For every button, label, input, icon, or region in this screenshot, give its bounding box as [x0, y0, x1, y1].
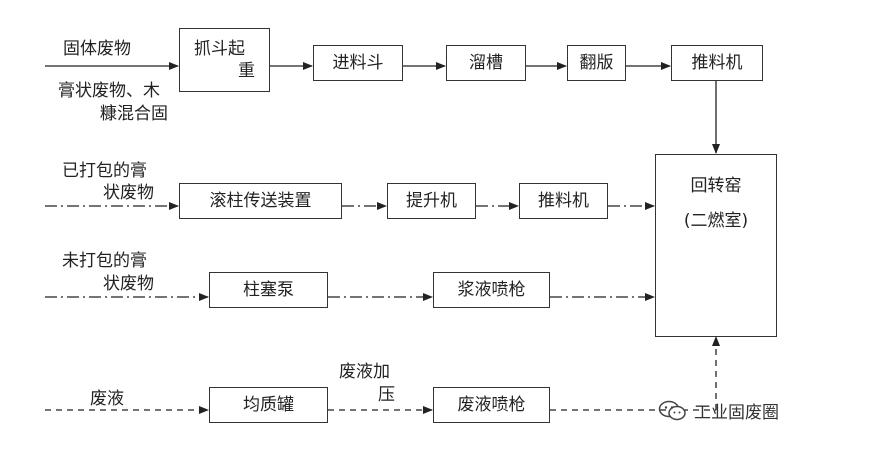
pressurize-label-line1: 废液加 — [339, 362, 390, 382]
box-elevator: 提升机 — [387, 183, 476, 219]
watermark-text: 工业固废圈 — [694, 403, 779, 423]
box-feed-hopper: 进料斗 — [313, 45, 403, 81]
input-label-paste-wood-2: 糠混合固 — [100, 104, 168, 124]
box-grab-crane-line1: 抓斗起 — [194, 39, 245, 59]
box-pusher-mid: 推料机 — [519, 183, 608, 219]
wechat-icon — [658, 400, 686, 420]
input-label-paste-wood-1: 膏状废物、木 — [58, 81, 160, 101]
input-label-unpacked-2: 状废物 — [103, 274, 154, 294]
box-flip-plate: 翻版 — [567, 45, 626, 81]
box-roller-conveyor: 滚柱传送装置 — [179, 183, 342, 219]
box-grab-crane: 抓斗起 重 — [179, 28, 270, 92]
kiln-label-line1: 回转窑 — [690, 176, 742, 196]
box-homogenizer: 均质罐 — [209, 387, 328, 423]
kiln-label-line2: (二燃室) — [683, 211, 749, 231]
watermark: 工业固废圈 — [658, 398, 779, 423]
box-rotary-kiln: 回转窑 (二燃室) — [655, 154, 777, 337]
box-pusher-top: 推料机 — [671, 45, 763, 81]
input-label-solid-waste: 固体废物 — [63, 39, 131, 59]
input-label-waste-liquid: 废液 — [90, 389, 124, 409]
input-label-unpacked-1: 未打包的膏 — [62, 251, 147, 271]
box-grab-crane-line2: 重 — [238, 61, 255, 81]
box-plunger-pump: 柱塞泵 — [209, 272, 328, 308]
input-label-packed-1: 已打包的膏 — [62, 161, 147, 181]
input-label-packed-2: 状废物 — [103, 183, 154, 203]
box-chute: 溜槽 — [446, 45, 526, 81]
box-slurry-gun: 浆液喷枪 — [433, 272, 550, 308]
box-liquid-gun: 废液喷枪 — [433, 387, 550, 423]
pressurize-label-line2: 压 — [378, 385, 395, 405]
